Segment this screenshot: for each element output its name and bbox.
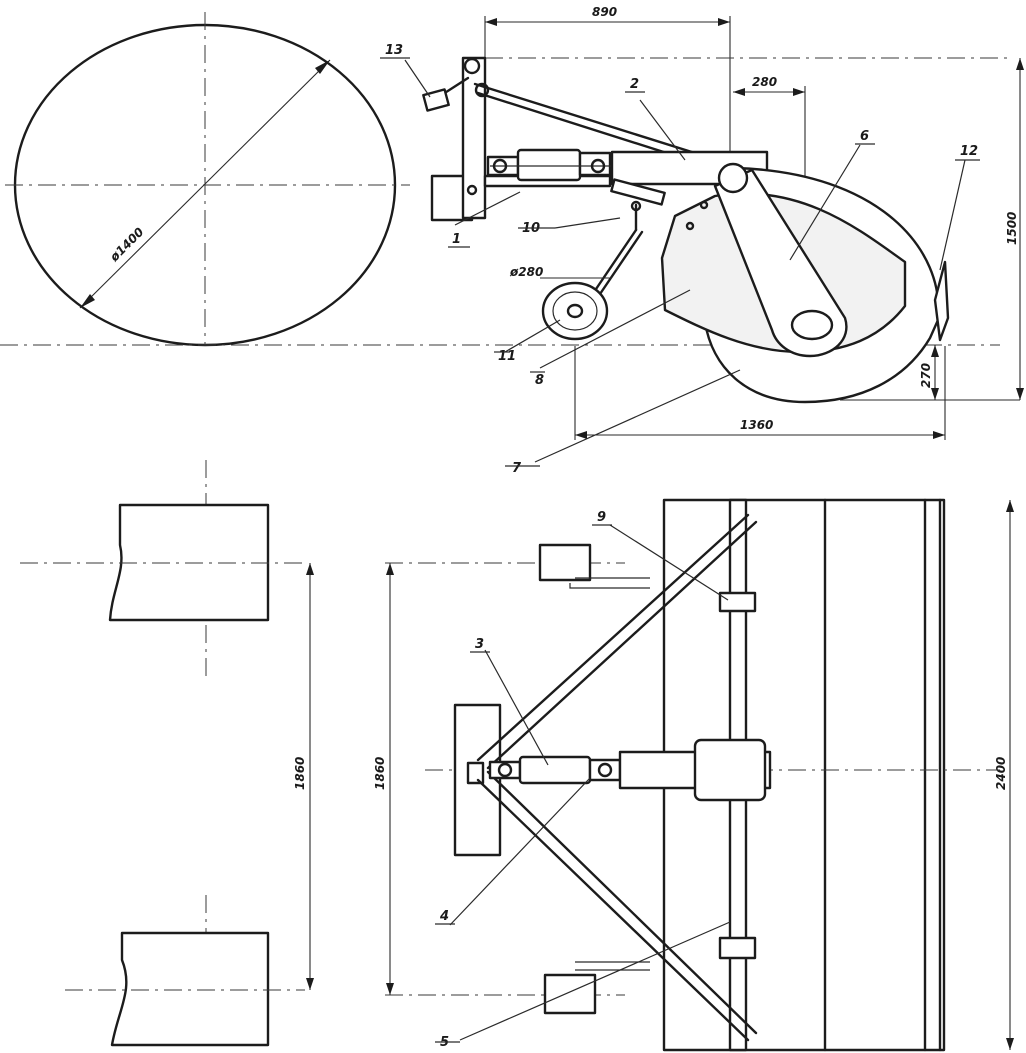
dim-gauge-wheel: ø280 xyxy=(509,265,543,279)
callout-1: 1 xyxy=(452,232,461,247)
side-view: 890 280 1500 xyxy=(404,5,1024,463)
callout-13: 13 xyxy=(385,43,403,58)
large-circle-view: ø1400 xyxy=(5,12,410,347)
dim-plan-width: 1860 xyxy=(373,757,387,790)
callout-3: 3 xyxy=(475,637,484,652)
callout-6: 6 xyxy=(860,129,869,144)
dim-arm-offset: 280 xyxy=(752,75,777,89)
dim-top-width: 890 xyxy=(592,5,617,19)
callout-labels: 1 2 3 4 5 6 7 8 9 10 11 12 13 xyxy=(380,43,980,1050)
callout-12: 12 xyxy=(960,144,978,159)
callout-4: 4 xyxy=(439,909,449,924)
callout-9: 9 xyxy=(597,510,606,525)
dim-drum-ground: 270 xyxy=(919,363,933,388)
callout-11: 11 xyxy=(498,349,516,364)
callout-7: 7 xyxy=(512,461,522,476)
dim-left-width: 1860 xyxy=(293,757,307,790)
plan-view: 1860 2400 xyxy=(373,498,1014,1052)
dim-plan-total: 2400 xyxy=(994,757,1008,790)
callout-2: 2 xyxy=(630,77,639,92)
dim-base-length: 1360 xyxy=(740,418,773,432)
track-view: 1860 xyxy=(20,460,314,1047)
callout-8: 8 xyxy=(535,373,544,388)
dim-total-height: 1500 xyxy=(1005,212,1019,245)
dim-circle-diameter: ø1400 xyxy=(107,225,147,265)
